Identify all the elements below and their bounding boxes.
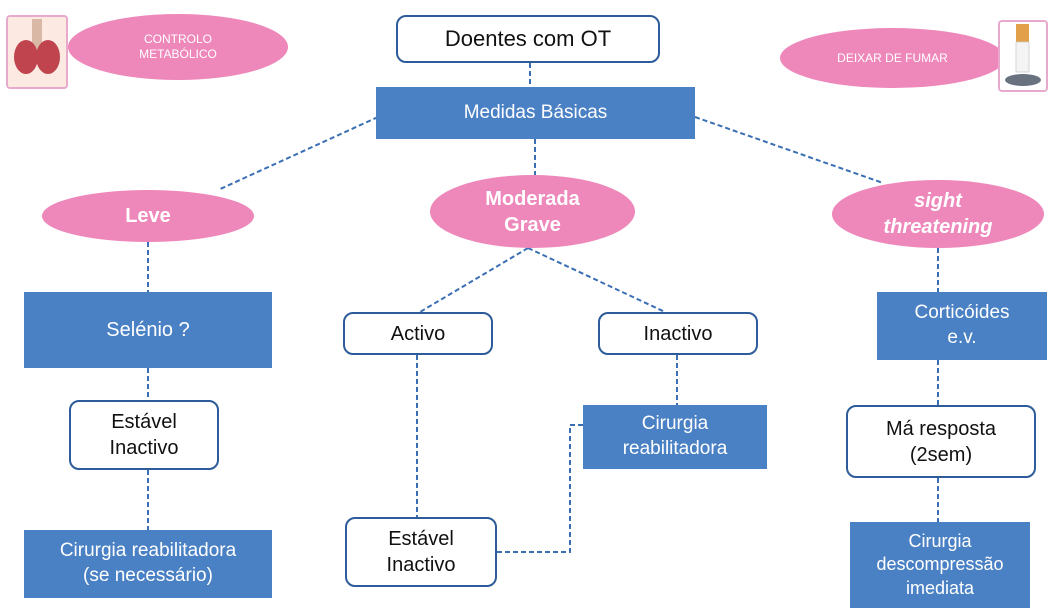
severity-sight-label: sight threatening bbox=[883, 190, 993, 238]
moderate-surgery-box: Cirurgia reabilitadora bbox=[583, 405, 767, 469]
quit-smoking-label: DEIXAR DE FUMAR bbox=[837, 50, 948, 65]
mild-surgery-text: Cirurgia reabilitadora (se necessário) bbox=[59, 540, 237, 586]
inactive-box: Inactivo bbox=[598, 312, 758, 355]
connector-basic-sight bbox=[694, 116, 884, 184]
severity-mild-label: Leve bbox=[125, 205, 171, 227]
quit-smoking-ellipse: DEIXAR DE FUMAR bbox=[780, 28, 1005, 88]
poor-response-box: Má resposta (2sem) bbox=[846, 405, 1036, 478]
active-text: Activo bbox=[390, 322, 446, 345]
metabolic-control-label: CONTROLO METABÓLICO bbox=[139, 32, 217, 61]
steroids-box: Corticóides e.v. bbox=[877, 292, 1047, 360]
selenium-text: Selénio ? bbox=[106, 319, 190, 341]
selenium-box: Selénio ? bbox=[24, 292, 272, 368]
title-box: Doentes com OT bbox=[396, 15, 660, 63]
connector-stable-surgery-elbow bbox=[497, 424, 583, 553]
moderate-surgery-text: Cirurgia reabilitadora bbox=[622, 413, 728, 459]
moderate-stable-text: Estável Inactivo bbox=[386, 528, 456, 576]
basic-measures-text: Medidas Básicas bbox=[463, 101, 608, 123]
sight-surgery-text: Cirurgia descompressão imediata bbox=[876, 530, 1004, 598]
mild-stable-box: Estável Inactivo bbox=[69, 400, 219, 470]
thyroid-illustration-icon bbox=[6, 15, 68, 89]
connector-basic-mild bbox=[217, 116, 379, 191]
cigarette-icon bbox=[998, 20, 1048, 92]
sight-surgery-box: Cirurgia descompressão imediata bbox=[850, 522, 1030, 608]
severity-moderate-label: Moderada Grave bbox=[485, 187, 580, 236]
severity-moderate-ellipse: Moderada Grave bbox=[430, 175, 635, 248]
mild-surgery-box: Cirurgia reabilitadora (se necessário) bbox=[24, 530, 272, 598]
metabolic-control-ellipse: CONTROLO METABÓLICO bbox=[68, 14, 288, 80]
connector-moderate-inactive bbox=[527, 247, 666, 313]
basic-measures-box: Medidas Básicas bbox=[376, 87, 695, 139]
severity-mild-ellipse: Leve bbox=[42, 190, 254, 242]
connector-moderate-active bbox=[419, 247, 529, 313]
moderate-stable-box: Estável Inactivo bbox=[345, 517, 497, 587]
inactive-text: Inactivo bbox=[643, 322, 713, 345]
mild-stable-text: Estável Inactivo bbox=[109, 411, 179, 459]
severity-sight-ellipse: sight threatening bbox=[832, 180, 1044, 248]
steroids-text: Corticóides e.v. bbox=[914, 302, 1010, 348]
active-box: Activo bbox=[343, 312, 493, 355]
poor-response-text: Má resposta (2sem) bbox=[885, 417, 997, 466]
title-text: Doentes com OT bbox=[444, 25, 612, 51]
